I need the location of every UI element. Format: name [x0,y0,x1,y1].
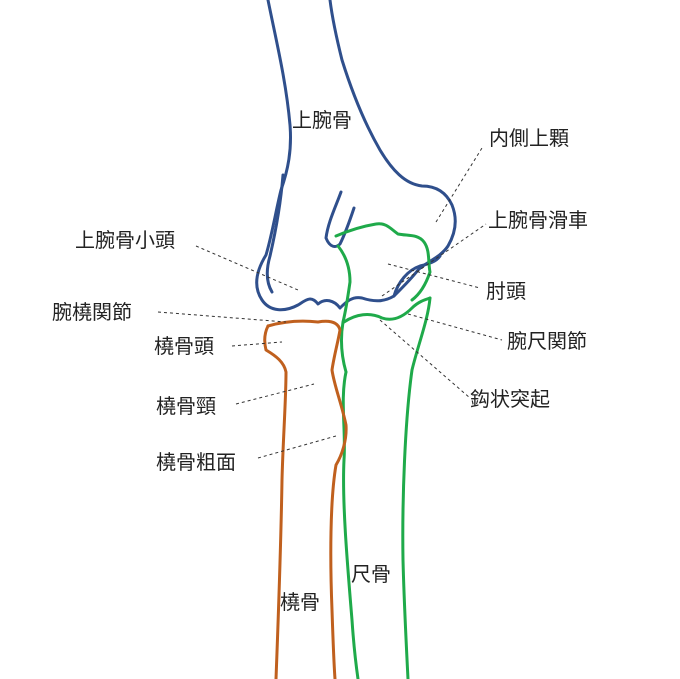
leader-olecranon [387,263,481,289]
label-humerus: 上腕骨 [292,108,352,132]
ulna-outline [334,222,432,679]
label-humeroulnar-joint: 腕尺関節 [507,329,587,353]
leader-lines [157,147,503,459]
leader-medial-epicondyle [435,147,483,223]
label-trochlea: 上腕骨滑車 [488,208,588,232]
leader-humeroradial-joint [157,311,287,323]
leader-humeroulnar-joint [407,313,503,341]
label-radial-tuberosity: 橈骨粗面 [156,450,236,474]
label-humeroradial-joint: 腕橈関節 [52,300,132,324]
humerus-outline [255,0,457,312]
label-capitulum: 上腕骨小頭 [75,228,175,252]
leader-radial-neck [235,383,315,405]
leader-radial-head [231,341,283,347]
label-olecranon: 肘頭 [486,279,526,303]
label-radial-neck: 橈骨頸 [156,394,216,418]
label-coronoid-process: 鈎状突起 [470,387,550,411]
label-medial-epicondyle: 内側上顆 [489,126,569,150]
label-radius: 橈骨 [280,590,320,614]
leader-radial-tuberosity [257,435,337,459]
label-ulna: 尺骨 [351,562,391,586]
leader-capitulum [195,245,299,291]
radius-outline [263,319,348,679]
label-radial-head: 橈骨頭 [154,334,214,358]
leader-coronoid-process [379,319,471,399]
